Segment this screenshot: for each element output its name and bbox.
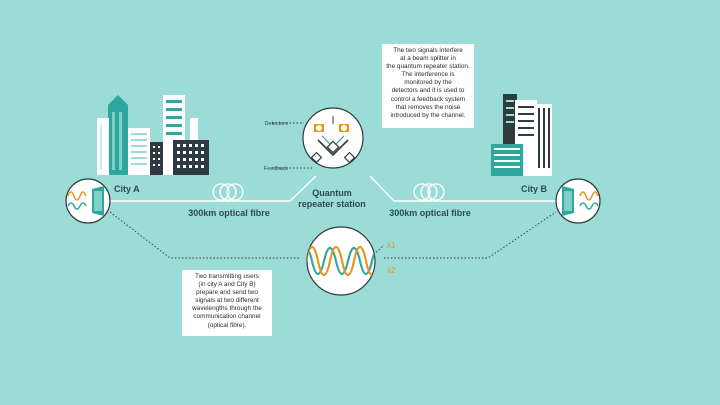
note-line: communication channel — [193, 313, 261, 321]
city-b-label: City B — [521, 184, 548, 194]
note-line: prepare and send two — [196, 289, 258, 297]
note-line: Two transmitting users — [195, 273, 259, 280]
note-line: introduced by the channel. — [390, 111, 466, 119]
note-line: the quantum repeater station. — [386, 63, 470, 71]
fibre-coil-right — [413, 183, 445, 201]
fibre-right-label: 300km optical fibre — [389, 208, 471, 218]
note-transmitting-users: Two transmitting users (in city A and Ci… — [182, 270, 272, 336]
optical-fibre-lines — [110, 175, 556, 202]
note-line: detectors and it is used to — [391, 87, 465, 95]
note-line: The two signals interfere — [393, 47, 463, 54]
note-line: signals at two different — [195, 297, 259, 305]
user-a-device — [65, 178, 111, 224]
note-line: monitored by the — [404, 79, 452, 87]
note-interference: The two signals interfere at a beam spli… — [382, 44, 474, 128]
station-label-line2: repeater station — [298, 199, 366, 209]
lambda1-label: λ1 — [387, 241, 396, 250]
city-b-skyline — [491, 94, 552, 176]
fibre-coil-left — [212, 183, 244, 201]
fibre-left-label: 300km optical fibre — [188, 208, 270, 218]
note-line: at a beam splitter in — [400, 55, 456, 63]
feedback-label: Feedback — [264, 166, 288, 172]
note-line: (optical fibre). — [207, 321, 247, 329]
city-a-skyline — [97, 95, 209, 175]
note-line: control a feedback system — [390, 95, 466, 103]
station-label-line1: Quantum — [312, 188, 352, 198]
note-line: The interference is — [401, 71, 455, 79]
repeater-station-device — [302, 107, 364, 169]
user-b-device — [555, 178, 601, 224]
lambda2-label: λ2 — [387, 266, 396, 275]
note-line: that removes the noise — [395, 103, 461, 111]
city-a-label: City A — [114, 184, 140, 194]
wavelength-interference-icon — [306, 226, 376, 296]
note-line: (in city A and City B) — [198, 281, 256, 289]
detectors-label: Detectors — [264, 121, 288, 127]
note-line: wavelengths through the — [192, 305, 262, 313]
